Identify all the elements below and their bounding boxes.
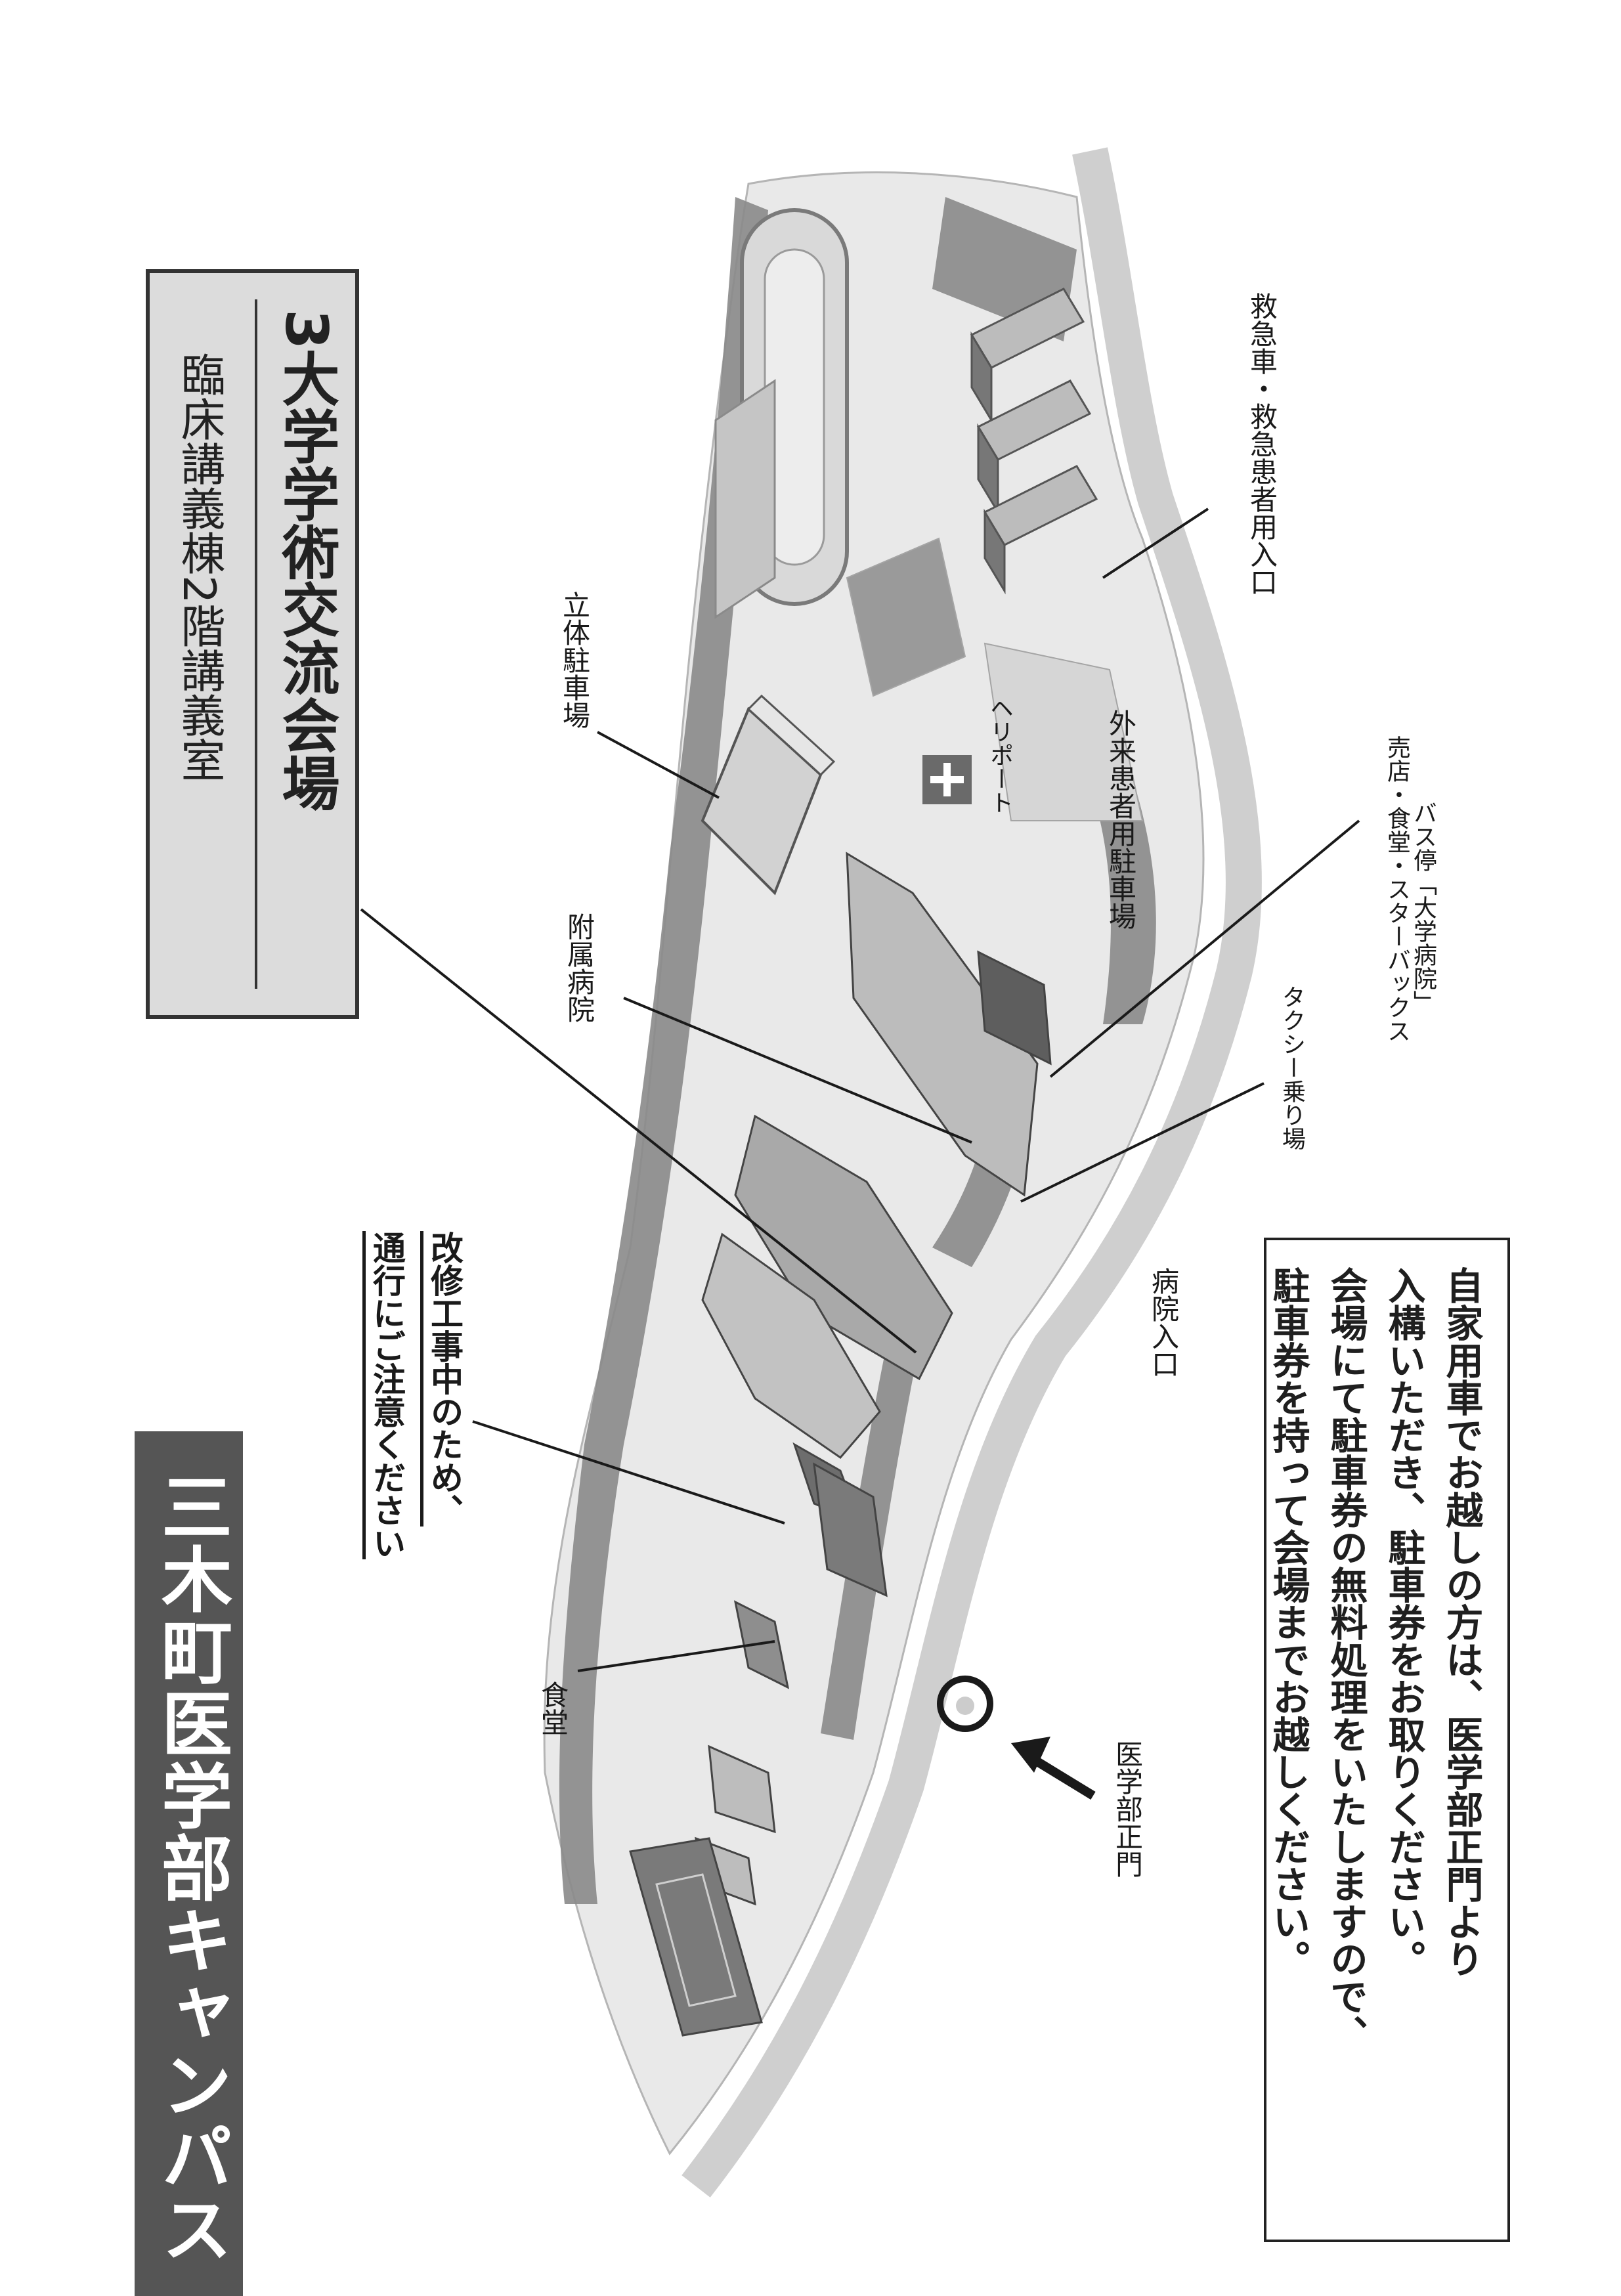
campus-title: 三木町医学部キャンパス — [150, 1471, 232, 2265]
leader-venue — [360, 908, 917, 1354]
construction-note-line-1: 改修工事中のため、 — [425, 1231, 464, 1527]
label-bus-stop: バス停「大学病院」 — [1410, 801, 1437, 1014]
venue-main-title: 3大学学術交流会場 — [272, 309, 340, 812]
residence-blocks — [970, 288, 1098, 595]
main-gate-circle — [937, 1676, 993, 1732]
parking-note-line-1: 自家用車でお越しの方は、医学部正門より — [1440, 1267, 1483, 1978]
parking-lots — [846, 537, 1144, 821]
main-gate-marker — [937, 1676, 1096, 1800]
venue-subtitle: 臨床講義棟2階講義室 — [173, 352, 225, 783]
hospital-complex — [701, 852, 1052, 1597]
label-heliport: ヘリポート — [986, 696, 1013, 814]
perimeter-road — [681, 147, 1262, 2198]
leader-taxi — [1020, 1082, 1264, 1203]
parking-note-line-2: 入構いただき、駐車券をお取りください。 — [1382, 1267, 1425, 1978]
leader-hospital — [623, 997, 972, 1144]
leader-cafeteria — [577, 1640, 775, 1672]
leader-construction — [472, 1420, 785, 1525]
venue-divider — [255, 299, 257, 989]
label-emergency-entrance: 救急車・救急患者用入口 — [1245, 292, 1278, 596]
parking-note-text: 自家用車でお越しの方は、医学部正門より 入構いただき、駐車券をお取りください。 … — [1259, 1267, 1490, 2052]
leader-emergency — [1102, 508, 1209, 579]
construction-note: 改修工事中のため、 通行にご注意ください — [358, 1231, 473, 1559]
leader-shop — [1049, 819, 1360, 1078]
parking-garage-building — [701, 694, 836, 896]
parking-note-box: 自家用車でお越しの方は、医学部正門より 入構いただき、駐車券をお取りください。 … — [1264, 1238, 1510, 2242]
construction-note-line-2: 通行にご注意ください — [368, 1231, 406, 1559]
venue-box: 3大学学術交流会場 臨床講義棟2階講義室 — [146, 269, 359, 1019]
label-outpatient-parking: 外来患者用駐車場 — [1104, 709, 1137, 930]
label-main-gate: 医学部正門 — [1111, 1740, 1144, 1878]
label-parking-garage: 立体駐車場 — [558, 591, 591, 729]
label-shop: 売店・食堂・スターバックス — [1383, 735, 1410, 1043]
parking-note-line-4: 駐車券を持って会場までお越しください。 — [1266, 1267, 1310, 1978]
arrow-head-icon — [1011, 1737, 1050, 1773]
athletic-track — [714, 208, 849, 619]
main-gate-arrow-shaft — [1031, 1756, 1096, 1800]
label-cafeteria: 食堂 — [536, 1681, 569, 1736]
label-taxi: タクシー乗り場 — [1278, 985, 1305, 1150]
heliport-pad — [922, 755, 972, 804]
sports-field — [629, 1837, 763, 2037]
campus-title-band: 三木町医学部キャンパス — [135, 1431, 243, 2296]
leader-lines — [360, 508, 1360, 1672]
parking-note-line-3: 会場にて駐車券の無料処理をいたしますので、 — [1324, 1267, 1368, 2052]
label-hospital: 附属病院 — [563, 913, 595, 1023]
label-hospital-entrance: 病院入口 — [1147, 1267, 1180, 1377]
leader-parking-garage — [597, 731, 720, 799]
